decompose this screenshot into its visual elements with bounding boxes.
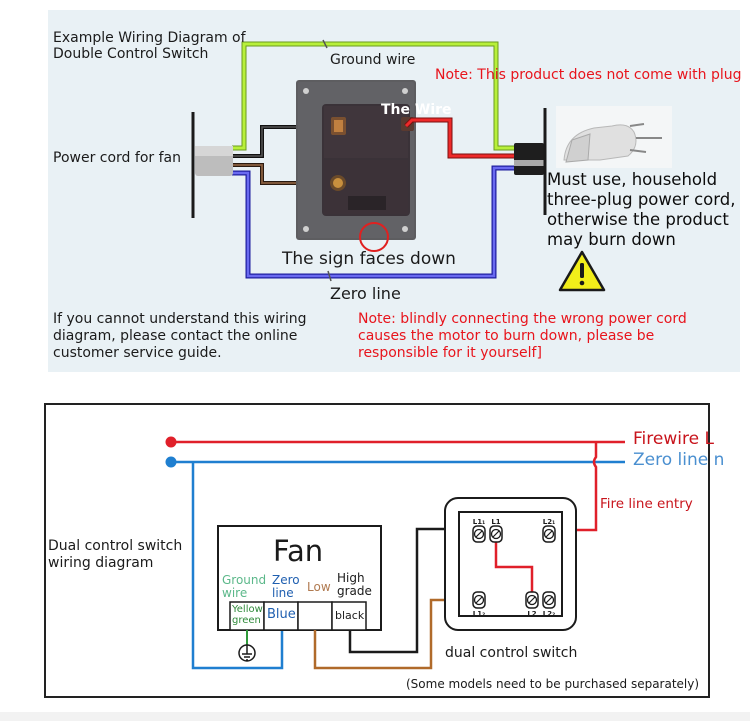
warning-line-1: Must use, household: [547, 170, 718, 189]
warning-line-4: may burn down: [547, 230, 676, 249]
ground-wire-break: [322, 39, 328, 49]
help-text: If you cannot understand this wiring dia…: [53, 311, 307, 362]
three-plug-warning: Must use, household three-plug power cor…: [547, 170, 735, 250]
plug-cord-boot: [514, 143, 544, 175]
footnote: (Some models need to be purchased separa…: [406, 677, 700, 691]
fan-high-line-2: grade: [337, 584, 372, 598]
switch-terminal-label: L1₁: [473, 518, 485, 526]
fan-terminal-high: [331, 601, 367, 631]
dual-switch-label: dual control switch: [445, 645, 578, 661]
fire-line-entry-label: Fire line entry: [600, 496, 693, 512]
bottom-shade: [0, 712, 750, 721]
ground-symbol-icon: [238, 644, 256, 662]
blue-cell: Blue: [267, 607, 296, 622]
fan-zero-line-label: Zero line: [272, 574, 300, 600]
note-wrong-cord-line-3: responsible for it yourself]: [358, 345, 542, 361]
note-no-plug: Note: This product does not come with pl…: [435, 67, 742, 83]
switch-terminal-label: L1₂: [473, 610, 485, 618]
warning-icon: [558, 250, 606, 292]
switch-terminal-1: L1₁: [472, 518, 486, 543]
top-title-line-1: Example Wiring Diagram of: [53, 30, 246, 46]
switch-terminal-label: L2₂: [543, 610, 555, 618]
warning-line-3: otherwise the product: [547, 210, 729, 229]
fan-terminal-low: [297, 601, 333, 631]
switch-terminal-label: L2: [527, 610, 536, 618]
switch-terminal-label: L1: [491, 518, 500, 526]
note-wrong-cord-line-1: Note: blindly connecting the wrong power…: [358, 311, 687, 327]
switch-terminal-2: L1: [489, 518, 503, 543]
switch-plate: [296, 80, 416, 240]
bottom-title: Dual control switch wiring diagram: [48, 538, 182, 572]
black-cell: black: [335, 609, 365, 622]
fan-terminal-yellow-green: [229, 601, 265, 631]
three-plug-icon: [556, 106, 672, 168]
fan-high-line-1: High: [337, 571, 365, 585]
yellow-green-line-2: green: [232, 615, 261, 626]
fan-high-grade-label: High grade: [337, 572, 372, 598]
switch-terminal-4: L1₂: [472, 591, 486, 618]
power-cord-label: Power cord for fan: [53, 150, 181, 166]
orientation-mark-circle: [359, 222, 389, 252]
help-line-2: diagram, please contact the online: [53, 328, 298, 344]
the-wire-label: The Wire: [381, 102, 452, 118]
help-line-3: customer service guide.: [53, 345, 222, 361]
high-speed-wire: [348, 527, 474, 654]
help-line-1: If you cannot understand this wiring: [53, 311, 307, 327]
fan-title: Fan: [273, 534, 324, 568]
zero-line-n-label: Zero line n: [633, 450, 725, 470]
ground-wire-label: Ground wire: [330, 52, 416, 68]
bottom-title-line-1: Dual control switch: [48, 538, 183, 554]
sign-faces-down-label: The sign faces down: [282, 249, 456, 269]
fan-zero-line-2: line: [272, 586, 294, 600]
switch-terminal-3: L2₁: [542, 518, 556, 543]
switch-terminal-label: L2₁: [543, 518, 555, 526]
zero-line-label: Zero line: [330, 284, 401, 303]
note-wrong-cord-line-2: causes the motor to burn down, please be: [358, 328, 655, 344]
zero-to-fan-wire: [191, 462, 284, 670]
bottom-title-line-2: wiring diagram: [48, 555, 154, 571]
fan-zero-line-1: Zero: [272, 573, 300, 587]
firewire-l-label: Firewire L: [633, 429, 714, 449]
switch-terminal-6: L2₂: [542, 591, 556, 618]
fan-ground-line-1: Ground: [222, 573, 267, 587]
fan-low-label: Low: [307, 580, 331, 594]
warning-line-2: three-plug power cord,: [547, 190, 736, 209]
fan-ground-wire-label: Ground wire: [222, 574, 266, 600]
fire-entry-wire: [553, 442, 598, 532]
top-title: Example Wiring Diagram of Double Control…: [53, 30, 246, 62]
top-title-line-2: Double Control Switch: [53, 46, 209, 63]
note-wrong-cord: Note: blindly connecting the wrong power…: [358, 311, 687, 362]
switch-terminal-5: L2: [525, 591, 539, 618]
yellow-green-cell: Yellow green: [232, 604, 263, 626]
internal-link-wire: [494, 538, 534, 594]
fan-ground-line-2: wire: [222, 586, 248, 600]
yellow-green-line-1: Yellow: [232, 604, 263, 615]
